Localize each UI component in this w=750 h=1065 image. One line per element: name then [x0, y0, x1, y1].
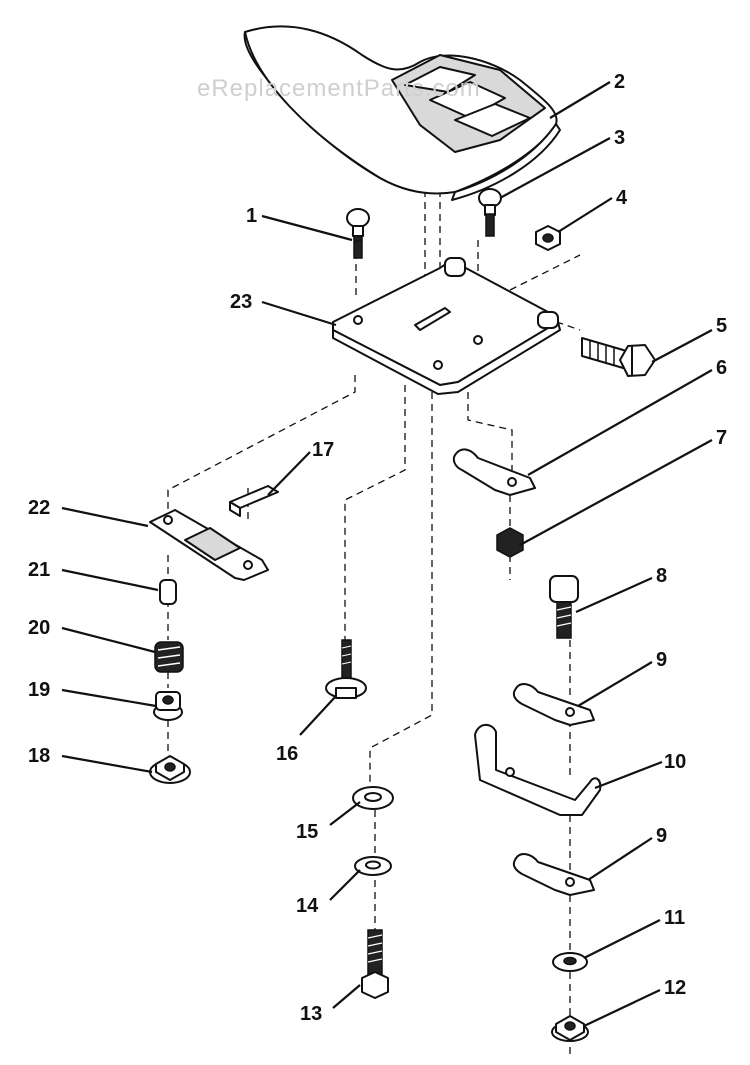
nut-19 — [153, 691, 183, 721]
callout-6: 6 — [716, 357, 727, 379]
callout-1: 1 — [246, 205, 257, 227]
callout-15: 15 — [296, 821, 318, 843]
callout-13: 13 — [300, 1003, 322, 1025]
callout-18: 18 — [28, 745, 50, 767]
callout-9-lower: 9 — [656, 825, 667, 847]
callout-9-upper: 9 — [656, 649, 667, 671]
bolt-13 — [361, 929, 389, 999]
seat-plate — [332, 257, 561, 395]
seat — [243, 25, 561, 201]
callout-labels: 2 3 1 4 23 5 6 17 7 22 8 21 9 20 19 16 1… — [28, 71, 727, 1025]
callout-2: 2 — [614, 71, 625, 93]
callout-16: 16 — [276, 743, 298, 765]
bracket-10 — [474, 723, 602, 816]
spring-20 — [154, 641, 184, 673]
callout-4: 4 — [616, 187, 628, 209]
nut-4 — [535, 225, 561, 251]
assembly-lines — [167, 190, 581, 1058]
leader-lines — [61, 81, 713, 1027]
clip-9-upper — [512, 683, 595, 726]
callout-14: 14 — [296, 895, 319, 917]
callout-10: 10 — [664, 751, 686, 773]
bolt-16 — [325, 639, 367, 699]
pin-21 — [159, 579, 177, 605]
nut-18 — [149, 755, 191, 784]
callout-22: 22 — [28, 497, 50, 519]
callout-5: 5 — [716, 315, 727, 337]
callout-3: 3 — [614, 127, 625, 149]
clip-9-lower — [512, 853, 595, 896]
callout-21: 21 — [28, 559, 50, 581]
washer-11 — [552, 952, 588, 972]
callout-8: 8 — [656, 565, 667, 587]
clip-6 — [452, 448, 536, 496]
seat-bolt-1 — [346, 208, 370, 259]
nut-7 — [496, 527, 524, 558]
callout-19: 19 — [28, 679, 50, 701]
nut-12 — [551, 1015, 589, 1042]
bolt-8 — [549, 575, 579, 639]
callout-11: 11 — [664, 907, 685, 929]
callout-20: 20 — [28, 617, 50, 639]
callout-12: 12 — [664, 977, 686, 999]
watermark: eReplacementParts.com — [197, 75, 481, 102]
seat-bolt-3 — [478, 188, 502, 237]
callout-7: 7 — [716, 427, 727, 449]
washer-14 — [354, 856, 392, 876]
shoulder-bolt-5 — [581, 337, 656, 377]
pin-17 — [229, 485, 279, 517]
washer-15 — [352, 786, 394, 810]
callout-23: 23 — [230, 291, 252, 313]
bracket-22 — [149, 509, 269, 581]
callout-17: 17 — [312, 439, 334, 461]
